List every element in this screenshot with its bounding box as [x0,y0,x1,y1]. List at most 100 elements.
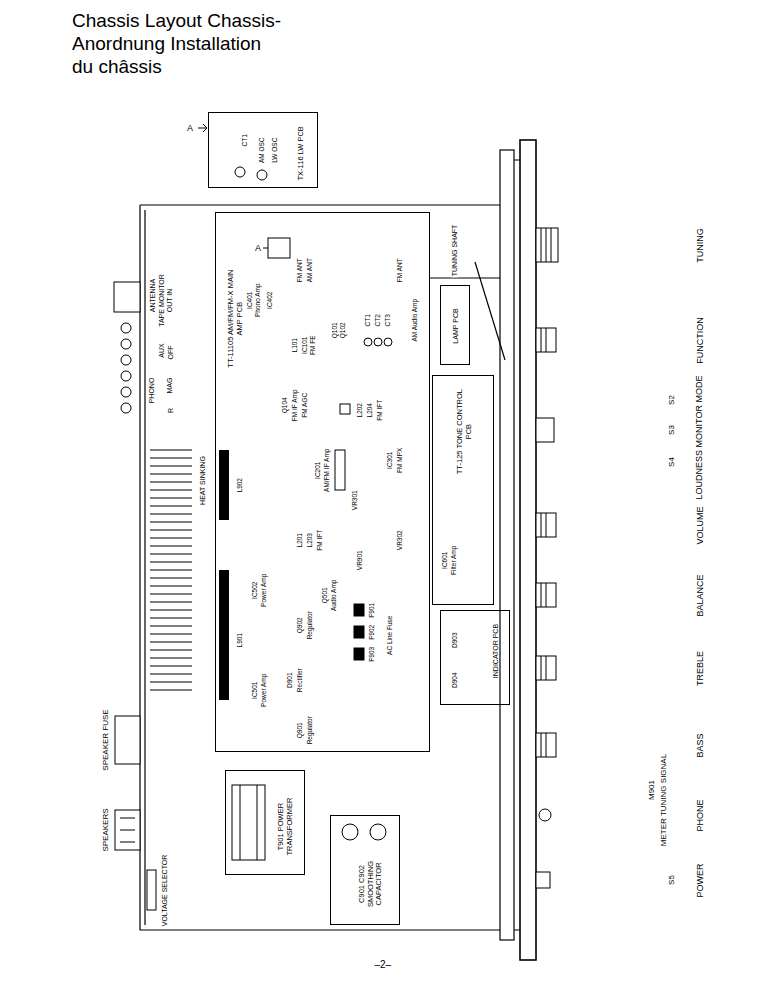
panel-label: METER TUNING SIGNAL [660,753,668,847]
chassis-outline [475,262,505,360]
component-label: Q102 [340,321,347,339]
component-label: D904 [452,671,459,689]
rear-jack [121,387,131,397]
rear-jack [115,810,140,850]
component-label: IC401 [247,290,254,309]
pcb-component [198,124,392,860]
front-knob [536,228,558,888]
chassis-outline [430,277,500,278]
marker-letter: A [254,244,262,253]
panel-label: S4 [668,456,676,468]
capacitor-box: C901 C902 SMOOTHING CAPACITOR [330,815,400,925]
chassis-outline [500,150,514,940]
component-label: IC501 [252,680,259,699]
component-label: Q501 [322,586,329,604]
rear-jack [120,818,135,842]
chassis-outline [520,140,536,960]
panel-label: MAG [166,376,173,394]
rear-jack [121,371,131,381]
chassis-outline [140,205,500,930]
panel-label: S3 [668,424,676,436]
component-label: FM AGC [302,391,309,418]
pcb-component [354,626,364,638]
component-label: FM MPX [397,446,404,473]
component-label: IC402 [267,290,274,309]
component-label: VR301 [352,489,359,511]
chassis-outline [140,140,536,960]
panel-label: HEAT SINKING [198,455,205,506]
component-label: Audio Amp [331,578,338,611]
front-knob [536,418,554,442]
pcb-component [354,648,364,660]
pcb-component [342,824,358,840]
front-knob [541,328,546,757]
component-label: FM IFT [377,398,384,421]
component-label: IC301 [387,450,394,469]
rear-jack [121,355,131,365]
component-label: FM ANT [297,257,304,283]
component-label: D901 [287,671,294,689]
panel-label: OUT IN [166,287,173,313]
component-label: F901 [369,601,376,618]
panel-label: R [167,406,174,413]
component-label: CT1 [242,133,249,147]
component-label: Q901 [297,721,304,739]
component-label: Filter Amp [451,544,458,575]
panel-label: POWER [696,862,705,898]
pcb-component [257,170,267,180]
rear-jack [121,403,131,413]
panel-label: M901 [648,779,656,801]
rear-jack [121,339,131,349]
rear-jack [147,870,156,910]
panel-label: TREBLE [696,649,705,686]
chassis-outline [144,210,145,925]
component-label: L901 [237,632,244,648]
component-label: AC Line Fuse [387,614,394,655]
pcb-component [340,404,350,414]
power-amp-block [219,450,229,700]
rear-jack [114,282,156,910]
pcb-component [240,785,257,860]
component-label: FM ANT [397,257,404,283]
component-label: LW OSC [272,136,279,163]
board-name: TT-125 TONE CONTROL PCB [456,381,473,481]
component-label: D903 [452,631,459,649]
panel-label: FUNCTION [695,316,704,365]
panel-label: BASS [696,732,705,758]
component-label: IC601 [442,550,449,569]
heat-sink [150,450,192,690]
panel-label: OFF [167,344,174,360]
component-label: Q104 [282,396,289,414]
board-name: LAMP PCB [452,291,460,361]
front-knob [536,872,550,888]
pcb-component [370,824,386,840]
component-label: AM OSC [259,136,266,164]
rear-jack [121,323,131,333]
board-name: T901 POWER TRANSFORMER [277,781,294,871]
panel-label: TUNING [695,227,704,264]
panel-label: PHONE [696,798,705,832]
pcb-component [364,338,372,346]
pcb-component [235,167,245,177]
panel-label: TAPE MONITOR [157,273,164,328]
component-label: FM IF Amp [292,388,299,422]
board-name: TT-11105 AM/FM/FM-X MAIN AMP PCB [227,263,244,373]
transformer-box: T901 POWER TRANSFORMER [225,770,305,875]
component-label: CT3 [385,313,392,327]
component-label: AM Audio Amp [412,297,419,342]
panel-label: LOUDNESS MONITOR MODE [695,374,704,500]
panel-label: S5 [668,874,676,886]
pcb-board: TT-125 TONE CONTROL PCB [432,375,494,605]
panel-label: PHONO [148,376,155,404]
component-label: Power Amp [261,572,268,607]
panel-label: SPEAKERS [101,807,109,852]
pcb-component [384,338,392,346]
component-label: Regulator [307,715,314,745]
page-number: –2– [374,960,393,970]
marker-letter: A [186,124,194,133]
component-label: VR901 [357,549,364,571]
pcb-component [335,450,345,490]
